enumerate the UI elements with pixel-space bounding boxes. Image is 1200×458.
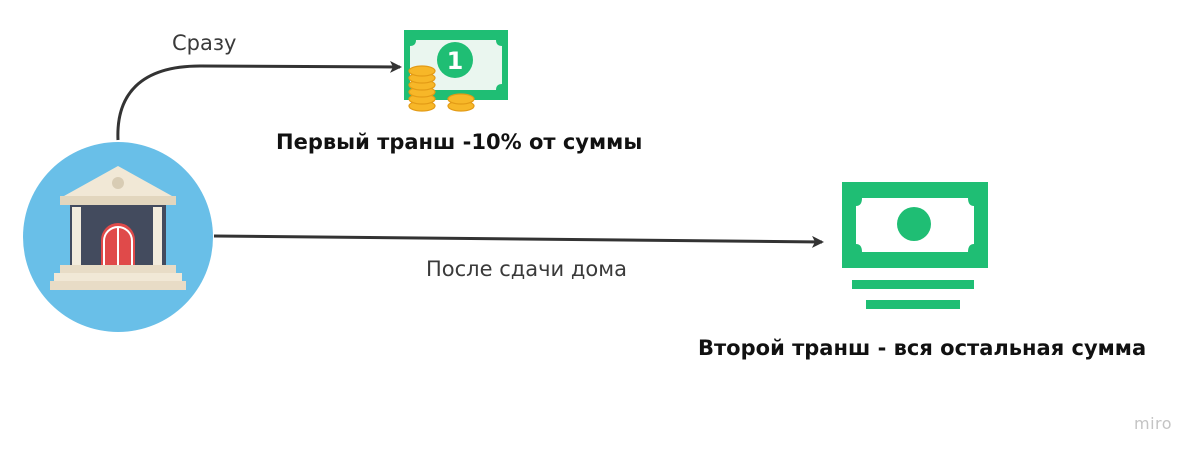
first-tranche-title: Первый транш -10% от суммы: [276, 130, 643, 154]
connector-label-immediately: Сразу: [172, 31, 237, 55]
connector-label-after-house: После сдачи дома: [426, 257, 627, 281]
svg-text:1: 1: [447, 47, 464, 75]
connector-after-house[interactable]: [213, 234, 824, 248]
second-tranche-title: Второй транш - вся остальная сумма: [698, 336, 1147, 360]
connector-immediately[interactable]: [116, 60, 402, 141]
bank-building-icon[interactable]: [23, 142, 213, 332]
banknote-with-coins-icon[interactable]: 1: [404, 30, 508, 112]
banknote-stack-icon[interactable]: [842, 182, 988, 309]
brand-watermark: miro: [1134, 414, 1173, 433]
